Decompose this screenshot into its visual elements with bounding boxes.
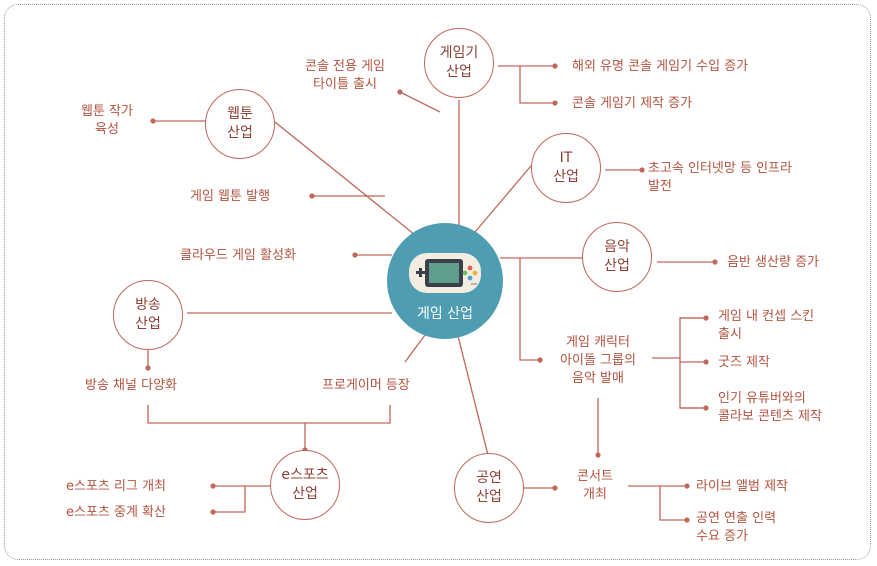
- label-youtuber-collab: 인기 유튜버와의 콜라보 콘텐츠 제작: [718, 391, 822, 424]
- label-concept-skin: 게임 내 컨셉 스킨 출시: [718, 309, 815, 342]
- label-esports-league: e스포츠 리그 개최: [66, 479, 166, 494]
- node-label: 웹툰 산업: [227, 106, 253, 141]
- node-performance-industry: 공연 산업: [454, 453, 524, 523]
- node-label: 공연 산업: [476, 470, 502, 505]
- label-channel-diversity: 방송 채널 다양화: [85, 378, 177, 393]
- label-cloud-gaming: 클라우드 게임 활성화: [180, 248, 296, 263]
- label-console-making: 콘솔 게임기 제작 증가: [572, 96, 693, 111]
- label-internet-infra: 초고속 인터넷망 등 인프라 발전: [648, 161, 792, 194]
- node-music-industry: 음악 산업: [582, 222, 652, 292]
- center-label: 게임 산업: [417, 306, 473, 322]
- node-webtoon-industry: 웹툰 산업: [205, 89, 275, 159]
- node-console-industry: 게임기 산업: [424, 28, 494, 98]
- center-node: 게임 산업: [387, 223, 503, 339]
- node-it-industry: IT 산업: [531, 133, 601, 203]
- diagram-frame: [4, 4, 871, 560]
- label-live-album: 라이브 앨범 제작: [696, 479, 788, 494]
- label-progamer: 프로게이머 등장: [322, 378, 410, 393]
- label-console-only-title: 콘솔 전용 게임 타이틀 출시: [304, 59, 386, 92]
- label-goods: 굿즈 제작: [718, 355, 770, 370]
- label-idol-music: 게임 캐릭터 아이돌 그룹의 음악 발매: [560, 335, 636, 386]
- label-overseas-import: 해외 유명 콘솔 게임기 수입 증가: [572, 59, 749, 74]
- label-game-webtoon: 게임 웹툰 발행: [190, 189, 271, 204]
- node-label: e스포츠 산업: [281, 467, 329, 502]
- label-esports-relay: e스포츠 중계 확산: [66, 505, 166, 520]
- node-esports-industry: e스포츠 산업: [270, 450, 340, 520]
- node-label: 게임기 산업: [439, 45, 479, 80]
- label-concert: 콘서트 개최: [577, 469, 613, 502]
- label-album-production: 음반 생산량 증가: [727, 255, 819, 270]
- node-label: IT 산업: [553, 150, 579, 185]
- handheld-game-console-icon: [409, 253, 481, 293]
- node-broadcast-industry: 방송 산업: [113, 280, 183, 350]
- label-webtoon-artist: 웹툰 작가 육성: [81, 104, 133, 137]
- label-staging-staff: 공연 연출 인력 수요 증가: [696, 511, 777, 544]
- node-label: 음악 산업: [604, 239, 630, 274]
- node-label: 방송 산업: [135, 297, 161, 332]
